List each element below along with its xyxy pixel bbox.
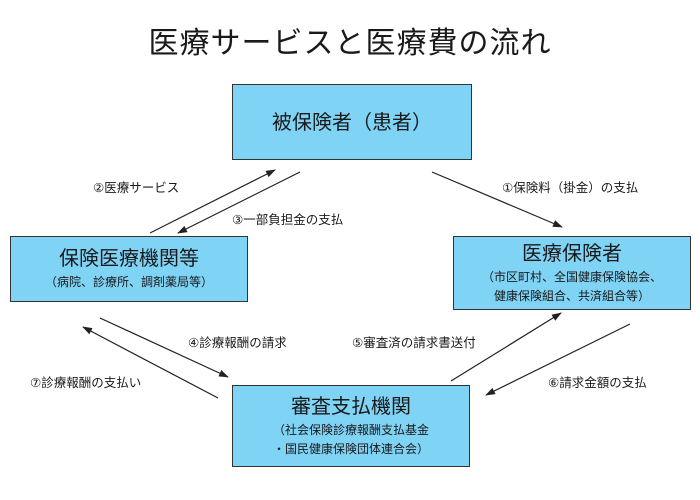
flow-label-claim-submission: ④診療報酬の請求 xyxy=(188,335,287,350)
arrow-premium-payment xyxy=(431,171,563,228)
insurer-detail-line-1: （市区町村、全国健康保険協会、 xyxy=(481,269,662,284)
medical-institution-detail: （病院、診療所、調剤薬局等） xyxy=(44,275,213,290)
flow-label-claim-amount-payment: ⑥請求金額の支払 xyxy=(548,375,647,390)
medical-institution-box: 保険医療機関等 （病院、診療所、調剤薬局等） xyxy=(10,236,248,302)
review-payment-agency-detail-line-2: ・国民健康保険団体連合会） xyxy=(272,441,429,456)
arrow-reviewed-claims xyxy=(450,312,562,382)
insured-patient-box: 被保険者（患者） xyxy=(232,84,472,160)
page-title: 医療サービスと医療費の流れ xyxy=(148,26,552,61)
review-payment-agency-box: 審査支払機関 （社会保険診療報酬支払基金 ・国民健康保険団体連合会） xyxy=(232,385,470,467)
flow-label-premium-payment: ①保険料（掛金）の支払 xyxy=(502,180,639,195)
arrow-claim-amount-payment xyxy=(485,323,631,396)
flow-label-medical-service: ②医療サービス xyxy=(93,180,180,195)
insurer-detail-line-2: 健康保険組合、共済組合等） xyxy=(493,288,650,303)
arrow-copayment xyxy=(177,171,301,234)
flow-label-copayment: ③一部負担金の支払 xyxy=(232,212,344,227)
insurer-box: 医療保険者 （市区町村、全国健康保険協会、 健康保険組合、共済組合等） xyxy=(453,236,691,310)
arrow-claim-submission xyxy=(99,317,229,378)
flow-label-reviewed-claims: ⑤審査済の請求書送付 xyxy=(352,335,476,350)
insurer-label: 医療保険者 xyxy=(522,240,622,265)
insured-patient-label: 被保険者（患者） xyxy=(272,110,432,134)
medical-institution-label: 保険医療機関等 xyxy=(59,246,199,271)
arrow-medical-service xyxy=(149,169,276,234)
flow-label-reimbursement-payment: ⑦診療報酬の支払い xyxy=(30,375,142,390)
review-payment-agency-detail-line-1: （社会保険診療報酬支払基金 xyxy=(272,422,429,437)
review-payment-agency-label: 審査支払機関 xyxy=(291,393,411,418)
arrow-reimbursement-payment xyxy=(82,326,219,399)
